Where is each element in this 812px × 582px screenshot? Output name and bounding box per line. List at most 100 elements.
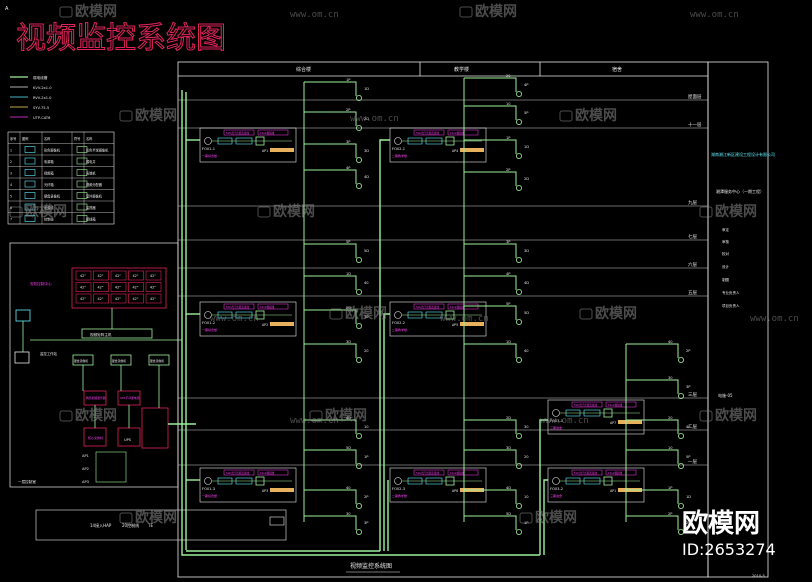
diagram-caption-block: 视频监控系统图 2010-5 <box>346 562 765 578</box>
drawing-title: 视频监控系统图 <box>16 21 226 56</box>
node-box <box>389 301 487 337</box>
watermark-logo-icon <box>309 410 323 422</box>
camera-cable <box>304 343 357 358</box>
monitor-size-label: 42" <box>98 274 104 278</box>
node-switch-icon <box>552 409 560 417</box>
monitor-screen <box>93 270 109 281</box>
camera-icon <box>516 119 523 126</box>
camera-tag: 3P <box>686 385 691 389</box>
node-cable-label: 5x6光纤光缆连接线 <box>226 471 249 475</box>
monitor-size-label: 42" <box>98 297 104 301</box>
camera-tag: 5P <box>524 111 529 115</box>
node-sub-label: 一期综合楼 <box>202 153 217 158</box>
watermark-logo-icon <box>329 308 343 320</box>
monitor-size-label: 42" <box>133 286 139 290</box>
camera-icon <box>678 529 685 536</box>
control-room-note: 一层控制室 <box>18 479 36 484</box>
control-room: 42"42"42"42"42"42"42"42"42"42"42"42"42"4… <box>9 242 182 488</box>
camera-icon <box>355 256 362 263</box>
node-cable-label: 5x6光纤光缆连接线 <box>416 131 439 135</box>
camera-cable <box>464 489 517 504</box>
node-sub-label: 二期教学楼 <box>392 327 407 332</box>
legend-symbol <box>24 192 36 199</box>
monitor-size-label: 42" <box>115 274 121 278</box>
camera-icon <box>355 95 362 102</box>
camera-cable <box>464 305 517 320</box>
node-switch-icon <box>394 311 402 319</box>
camera-icon <box>355 432 362 439</box>
project-name: 湘潭服务中心（一期工程） <box>716 188 764 194</box>
node-cable-label: 5x6光纤光缆连接线 <box>226 305 249 309</box>
floor-label: 三层 <box>688 392 697 398</box>
bottom-label: 14接入HAP <box>90 522 112 528</box>
legend-cell: 电源线 <box>44 205 54 210</box>
monitor-wall: 42"42"42"42"42"42"42"42"42"42"42"42"42"4… <box>75 270 162 304</box>
monitor-screen <box>145 293 162 304</box>
camera-tag: 2P <box>506 168 511 172</box>
node-label: FO01-2 <box>202 321 215 325</box>
node-video-box <box>605 401 637 408</box>
watermark-brand: 欧模网 <box>715 203 757 220</box>
node-cable-label: 10x2视频线 <box>260 471 275 475</box>
watermark-logo-icon <box>559 110 573 122</box>
camera-cable <box>304 81 357 96</box>
watermark-logo-icon <box>699 206 713 218</box>
node-switch-icon <box>552 477 560 485</box>
node-video-box <box>257 303 289 310</box>
camera-icon <box>516 288 523 295</box>
node-cable-label: 10x2视频线 <box>450 471 465 475</box>
column-header-1: 综合楼 <box>296 66 311 73</box>
camera-tag: 5D <box>364 249 369 253</box>
node-switch-icon <box>204 137 212 145</box>
ups-label: UPS <box>124 438 132 442</box>
camera-tag: 40 <box>364 281 369 285</box>
legend-cell: 接线箱 <box>86 217 96 222</box>
camera-tag: 20 <box>524 455 529 459</box>
camera-tag: 30 <box>346 512 351 516</box>
monitor-screen <box>75 270 92 281</box>
signature-label: 设计 <box>722 264 730 269</box>
node-video-box <box>605 469 637 476</box>
camera-tag: 5P <box>686 455 691 459</box>
legend-cell: 室外摄像机 <box>86 194 103 199</box>
legend-line-label: KVV-2x1.0 <box>33 86 52 90</box>
camera-tag: 3P <box>346 140 351 144</box>
camera-tag: 4D <box>506 486 511 490</box>
camera-tag: 5D <box>346 446 351 450</box>
monitor-size-label: 42" <box>98 286 104 290</box>
watermark-logo-icon <box>59 410 73 422</box>
watermark-logo-icon <box>699 410 713 422</box>
monitor-size-label: 42" <box>80 286 86 290</box>
switch-label: 核心交换机 <box>88 435 103 440</box>
watermark-brand: 欧模网 <box>135 107 177 124</box>
camera-tag: 1P <box>364 455 369 459</box>
legend-cell: 硬盘录像机 <box>44 194 61 199</box>
signature-label: 制图 <box>722 277 730 282</box>
camera-tag: 2P <box>364 495 369 499</box>
watermark-url: www.om.cn <box>290 416 339 426</box>
legend-symbol <box>76 203 88 211</box>
watermark-logo-icon <box>119 110 133 122</box>
legend-cell: 6 <box>10 206 12 210</box>
camera-tag: 3P <box>506 240 511 244</box>
watermark-brand: 欧模网 <box>575 107 617 124</box>
legend-symbol <box>76 146 88 153</box>
camera-tag: 3P <box>364 521 369 525</box>
node-sub-label: 二期教学楼 <box>392 153 407 158</box>
node-terminal-bar <box>270 322 294 326</box>
camera-tag: 5D <box>524 311 529 315</box>
camera-icon <box>355 288 362 295</box>
monitor-size-label: 42" <box>115 286 121 290</box>
camera-tag: 4D <box>524 281 529 285</box>
legend-cell: 彩色半球摄像机 <box>86 148 109 153</box>
watermark-brand: 欧模网 <box>345 305 387 322</box>
monitor-size-label: 42" <box>150 297 156 301</box>
camera-tag: 2D <box>524 177 529 181</box>
ap-label: AP1 <box>82 454 89 458</box>
legend-cell: 名称 <box>86 136 93 141</box>
monitor-size-label: 42" <box>133 274 139 278</box>
monitor-size-label: 42" <box>80 274 86 278</box>
node-terminal-bar <box>618 420 642 424</box>
floor-label: 七层 <box>688 233 697 240</box>
camera-cable <box>464 515 517 530</box>
